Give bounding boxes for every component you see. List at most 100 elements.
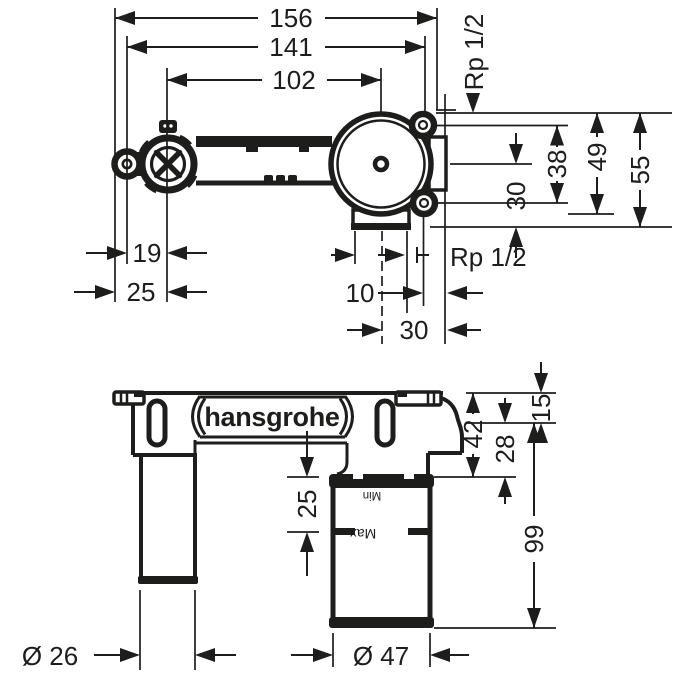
capsule-left-arc — [191, 395, 202, 438]
arrowhead-up — [527, 423, 541, 443]
valve-assembly — [111, 120, 200, 196]
lug-hole-top — [417, 119, 429, 131]
arrowhead-left — [447, 286, 467, 300]
arrowhead-right — [361, 73, 381, 87]
dim-55: 55 — [625, 113, 655, 227]
dim-label-25: 25 — [127, 277, 156, 307]
dim-label-30-bottom: 30 — [400, 315, 429, 345]
dim-99: 99 — [519, 423, 549, 628]
dim-label-dia26: Ø 26 — [22, 641, 78, 671]
arrowhead-up — [550, 125, 564, 146]
arrowhead-up — [300, 532, 314, 552]
dim-label-28: 28 — [490, 435, 520, 464]
dim-label-38: 38 — [542, 150, 572, 179]
valve-top-tab — [159, 120, 177, 133]
dim-19: 19 — [86, 238, 207, 268]
top-view-body — [111, 110, 448, 230]
arm-nub — [299, 147, 309, 152]
dim-102: 102 — [167, 65, 381, 95]
arrowhead-down — [466, 93, 480, 113]
dim-label-156: 156 — [269, 3, 312, 33]
tab-dot — [169, 124, 173, 128]
arrowhead-right — [405, 40, 425, 54]
dim-30-bottom: 30 — [347, 315, 481, 345]
min-label: Min — [363, 489, 382, 501]
arrowhead-right — [417, 11, 437, 25]
mixer-inner-circle — [336, 119, 426, 209]
plate-right-curve — [440, 396, 464, 453]
arrowhead-down — [633, 207, 647, 227]
arrowhead-right — [335, 248, 355, 262]
arrowhead-right — [95, 285, 115, 299]
capsule-right-arc-inner — [338, 397, 348, 436]
dim-10: 10 — [346, 278, 483, 308]
thread-bottom-text: Rp 1/2 — [450, 242, 527, 272]
arrowhead-left — [447, 323, 467, 337]
arrowhead-right — [120, 648, 140, 662]
dim-15: 15 — [526, 362, 556, 443]
arrowhead-down — [300, 457, 314, 477]
dim-30-right: 30 — [501, 133, 531, 258]
dim-dia-26: Ø 26 — [22, 641, 236, 671]
dim-outlet-thread: Rp 1/2 — [331, 242, 527, 272]
pipe-outline — [139, 453, 197, 581]
dim-25-front: 25 — [292, 431, 322, 576]
arm-top-band — [196, 136, 332, 147]
arrowhead-down — [527, 608, 541, 628]
right-tab — [394, 390, 443, 407]
dim-156: 156 — [115, 3, 437, 33]
dim-label-141: 141 — [269, 32, 312, 62]
arrowhead-left — [115, 11, 135, 25]
brand-logo: hansgrohe — [204, 402, 340, 432]
arm-ridge — [264, 175, 273, 183]
arrowhead-left — [167, 246, 187, 260]
arrowhead-right — [403, 286, 423, 300]
arm-ridge — [276, 175, 285, 183]
center-dot — [372, 155, 390, 173]
tab-notch — [398, 391, 407, 397]
cap-notch — [404, 473, 414, 479]
dim-label-15: 15 — [526, 394, 556, 423]
front-view: hansgrohe Min Max — [22, 362, 556, 671]
tab-dot — [163, 124, 167, 128]
dim-label-99: 99 — [519, 525, 549, 554]
dim-label-102: 102 — [272, 65, 315, 95]
dim-label-19: 19 — [133, 238, 162, 268]
arrowhead-down — [550, 183, 564, 203]
arrowhead-right — [362, 323, 382, 337]
thread-label-top: Rp 1/2 — [459, 14, 489, 113]
slot-left — [146, 398, 168, 448]
cap-notch — [353, 473, 363, 479]
arrowhead-down — [509, 144, 523, 164]
mixer-body — [328, 110, 439, 230]
dim-42: 42 — [458, 393, 488, 477]
dim-label-42: 42 — [458, 420, 488, 449]
dim-label-49: 49 — [582, 143, 612, 172]
max-label: Max — [350, 526, 376, 542]
capsule-right-arc — [343, 395, 354, 438]
arrowhead-right — [385, 248, 405, 262]
arrowhead-left — [127, 40, 147, 54]
lug-hole-bottom — [418, 197, 430, 209]
dim-38: 38 — [542, 125, 572, 203]
arrowhead-down — [466, 457, 480, 477]
arrowhead-left — [167, 73, 187, 87]
arrowhead-up — [509, 227, 523, 247]
arrowhead-up — [498, 477, 512, 497]
housing-bottom-band — [329, 617, 434, 628]
housing-fill — [333, 477, 430, 628]
outlet-bottom-edge — [351, 223, 411, 230]
dim-label-30-right: 30 — [501, 182, 531, 211]
arm-nub — [246, 147, 258, 152]
dim-25: 25 — [74, 277, 207, 307]
dim-28: 28 — [490, 398, 520, 504]
dim-label-25-front: 25 — [292, 490, 322, 519]
arrowhead-up — [633, 113, 647, 133]
max-tick-left — [331, 528, 355, 535]
tab-notch — [134, 391, 143, 397]
plate-left-drop — [336, 443, 349, 476]
pipe-bottom-band — [138, 576, 198, 584]
slot-right — [374, 398, 396, 448]
